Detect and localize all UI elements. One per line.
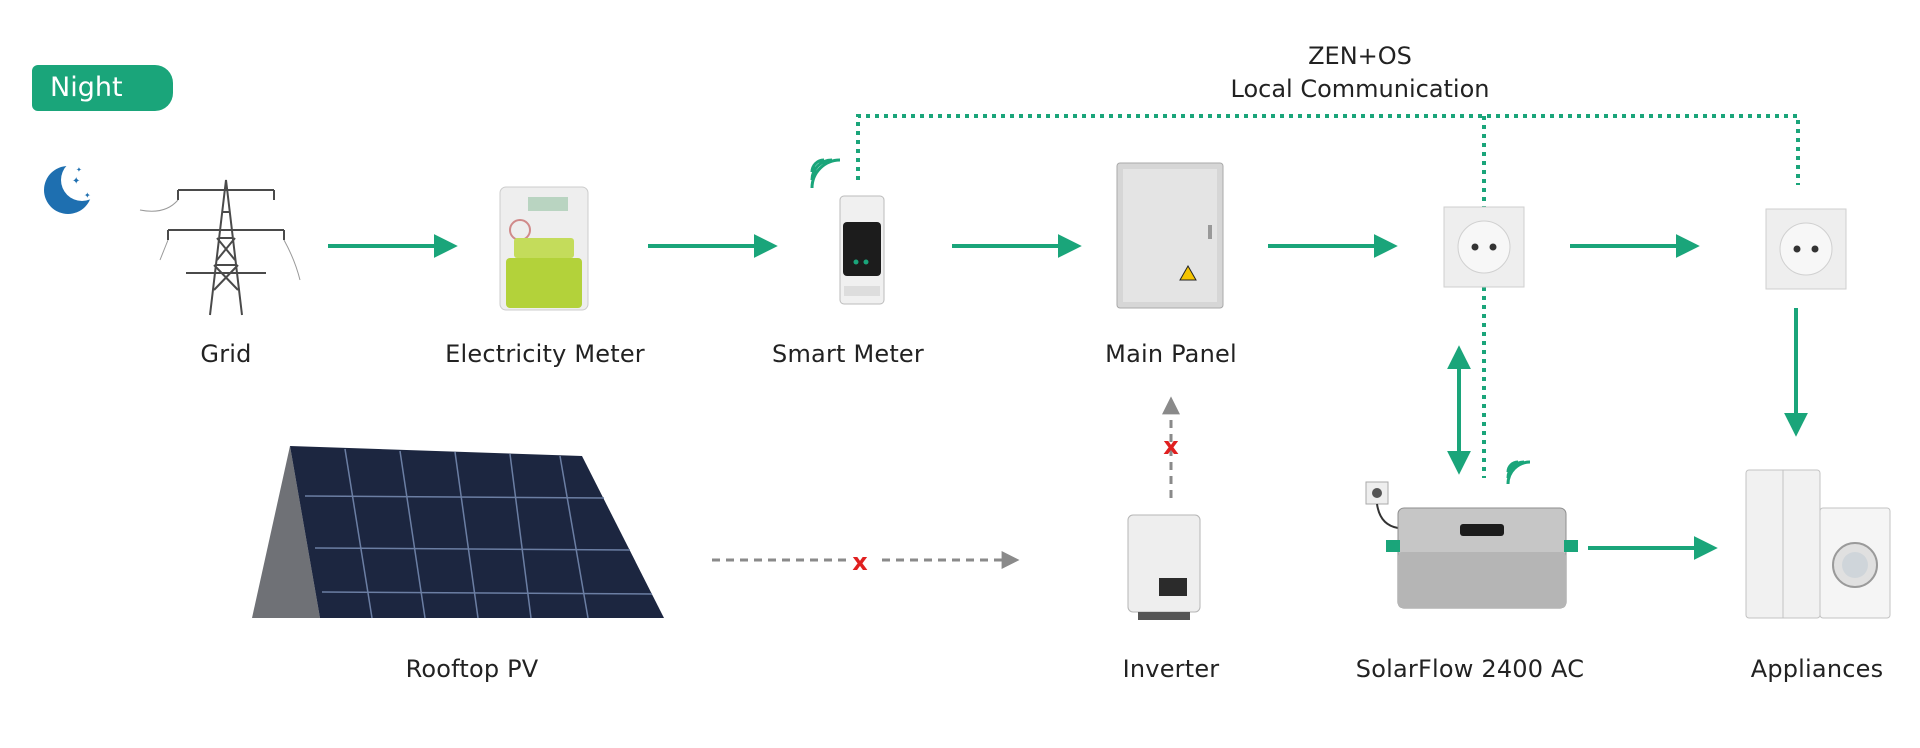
svg-text:✦: ✦ (72, 176, 80, 187)
appliances-label: Appliances (1750, 655, 1884, 683)
moon-icon: ✦ ✦ ✦ (44, 159, 103, 214)
inverter-label: Inverter (1122, 655, 1220, 683)
communication-subtitle: Local Communication (1230, 75, 1490, 103)
rooftop-pv-icon (252, 446, 664, 619)
grid-tower-icon (139, 179, 301, 316)
main-panel-label: Main Panel (1105, 340, 1237, 368)
grid-label: Grid (200, 340, 252, 368)
main-panel-icon (1116, 162, 1224, 309)
blocked-x-marker: x (852, 548, 868, 576)
solarflow-label: SolarFlow 2400 AC (1355, 655, 1585, 683)
svg-text:✦: ✦ (76, 166, 82, 174)
communication-title: ZEN+OS (1308, 42, 1412, 70)
svg-text:✦: ✦ (84, 191, 91, 200)
rooftop-pv-label: Rooftop PV (405, 655, 539, 683)
wall-socket-icon (1765, 208, 1847, 290)
electricity-meter-label: Electricity Meter (445, 340, 645, 368)
blocked-x-marker: x (1163, 432, 1179, 460)
smart-meter-label: Smart Meter (772, 340, 924, 368)
communication-network (856, 114, 1800, 478)
wall-socket-icon (1443, 206, 1525, 288)
appliances-icon (1745, 469, 1891, 619)
night-mode-badge: Night (32, 65, 173, 111)
smart-meter-icon (810, 158, 885, 305)
solarflow-battery-icon (1365, 460, 1578, 609)
inverter-icon (1127, 514, 1201, 620)
communication-caption: ZEN+OS Local Communication (1231, 40, 1490, 106)
power-flow-arrows (328, 234, 1808, 560)
electricity-meter-icon (499, 186, 589, 311)
